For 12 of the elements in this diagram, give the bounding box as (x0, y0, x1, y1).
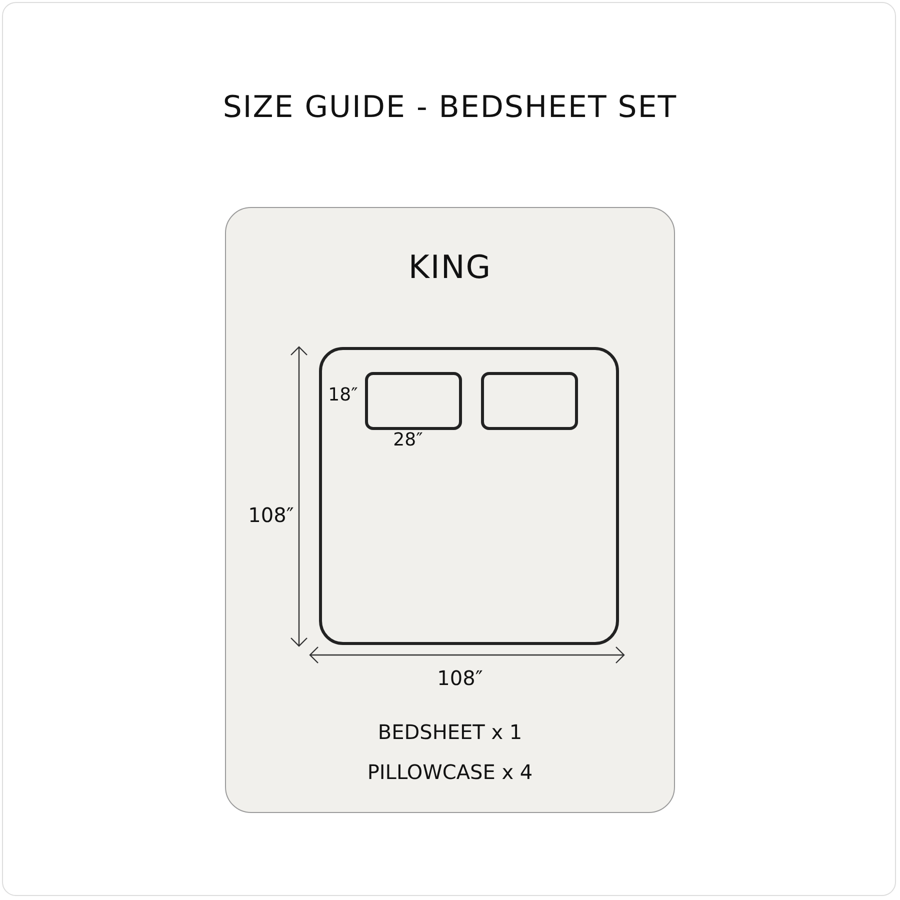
contents-text: PILLOWCASE x 4 (367, 760, 533, 784)
pillow-outline (365, 372, 462, 430)
contents-text: BEDSHEET x 1 (378, 720, 522, 744)
dimension-label: 108″ (248, 503, 294, 527)
dimension-label: 28″ (393, 430, 423, 450)
bed-outline (319, 347, 619, 645)
pillow-outline (481, 372, 578, 430)
size-heading: KING (407, 248, 493, 286)
dimension-label: 18″ (328, 384, 358, 406)
dimension-label: 108″ (437, 666, 483, 690)
title: SIZE GUIDE - BEDSHEET SET (222, 90, 678, 125)
size-card (225, 207, 675, 813)
